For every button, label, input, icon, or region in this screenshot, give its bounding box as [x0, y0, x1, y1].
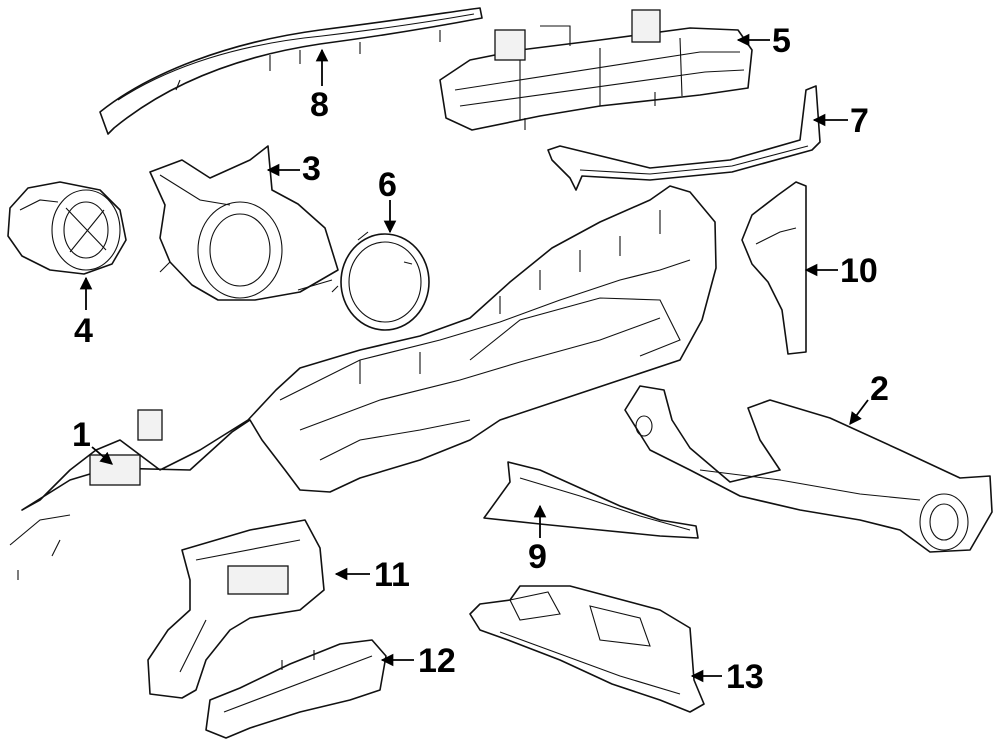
leader-2: [849, 399, 869, 426]
instrument-panel-carrier[interactable]: [9, 185, 717, 580]
part-5-center-vent[interactable]: [439, 9, 753, 131]
callout-6: 6: [378, 166, 397, 204]
part-10-side-panel[interactable]: [741, 181, 807, 355]
part-3-column-cover[interactable]: [149, 145, 339, 301]
callout-9: 9: [528, 538, 547, 576]
callout-13: 13: [726, 658, 764, 696]
callout-7: 7: [850, 102, 869, 140]
part-11-lower-panel[interactable]: [147, 519, 325, 699]
part-2-right-trim[interactable]: [624, 385, 993, 553]
callout-2: 2: [870, 370, 889, 408]
leader-1: [91, 446, 113, 465]
part-7-bezel-strip[interactable]: [547, 85, 821, 191]
part-9-knee-trim[interactable]: [483, 461, 699, 539]
callout-1: 1: [72, 416, 91, 454]
callout-labels: 1 2 3 4 5 6 7 8 9 10 11 12 13: [72, 22, 889, 696]
callout-5: 5: [772, 22, 791, 60]
part-12-glove-door[interactable]: [205, 639, 387, 739]
callout-8: 8: [310, 86, 329, 124]
part-4-switch-housing[interactable]: [7, 181, 127, 275]
part-8-upper-trim[interactable]: [99, 7, 483, 135]
leader-lines: [79, 33, 869, 683]
callout-10: 10: [840, 252, 878, 290]
part-6-ring[interactable]: [331, 231, 430, 331]
part-13-glove-bin[interactable]: [469, 585, 705, 713]
callout-3: 3: [302, 150, 321, 188]
callout-11: 11: [374, 556, 410, 594]
callout-12: 12: [418, 642, 456, 680]
callout-4: 4: [74, 312, 93, 350]
